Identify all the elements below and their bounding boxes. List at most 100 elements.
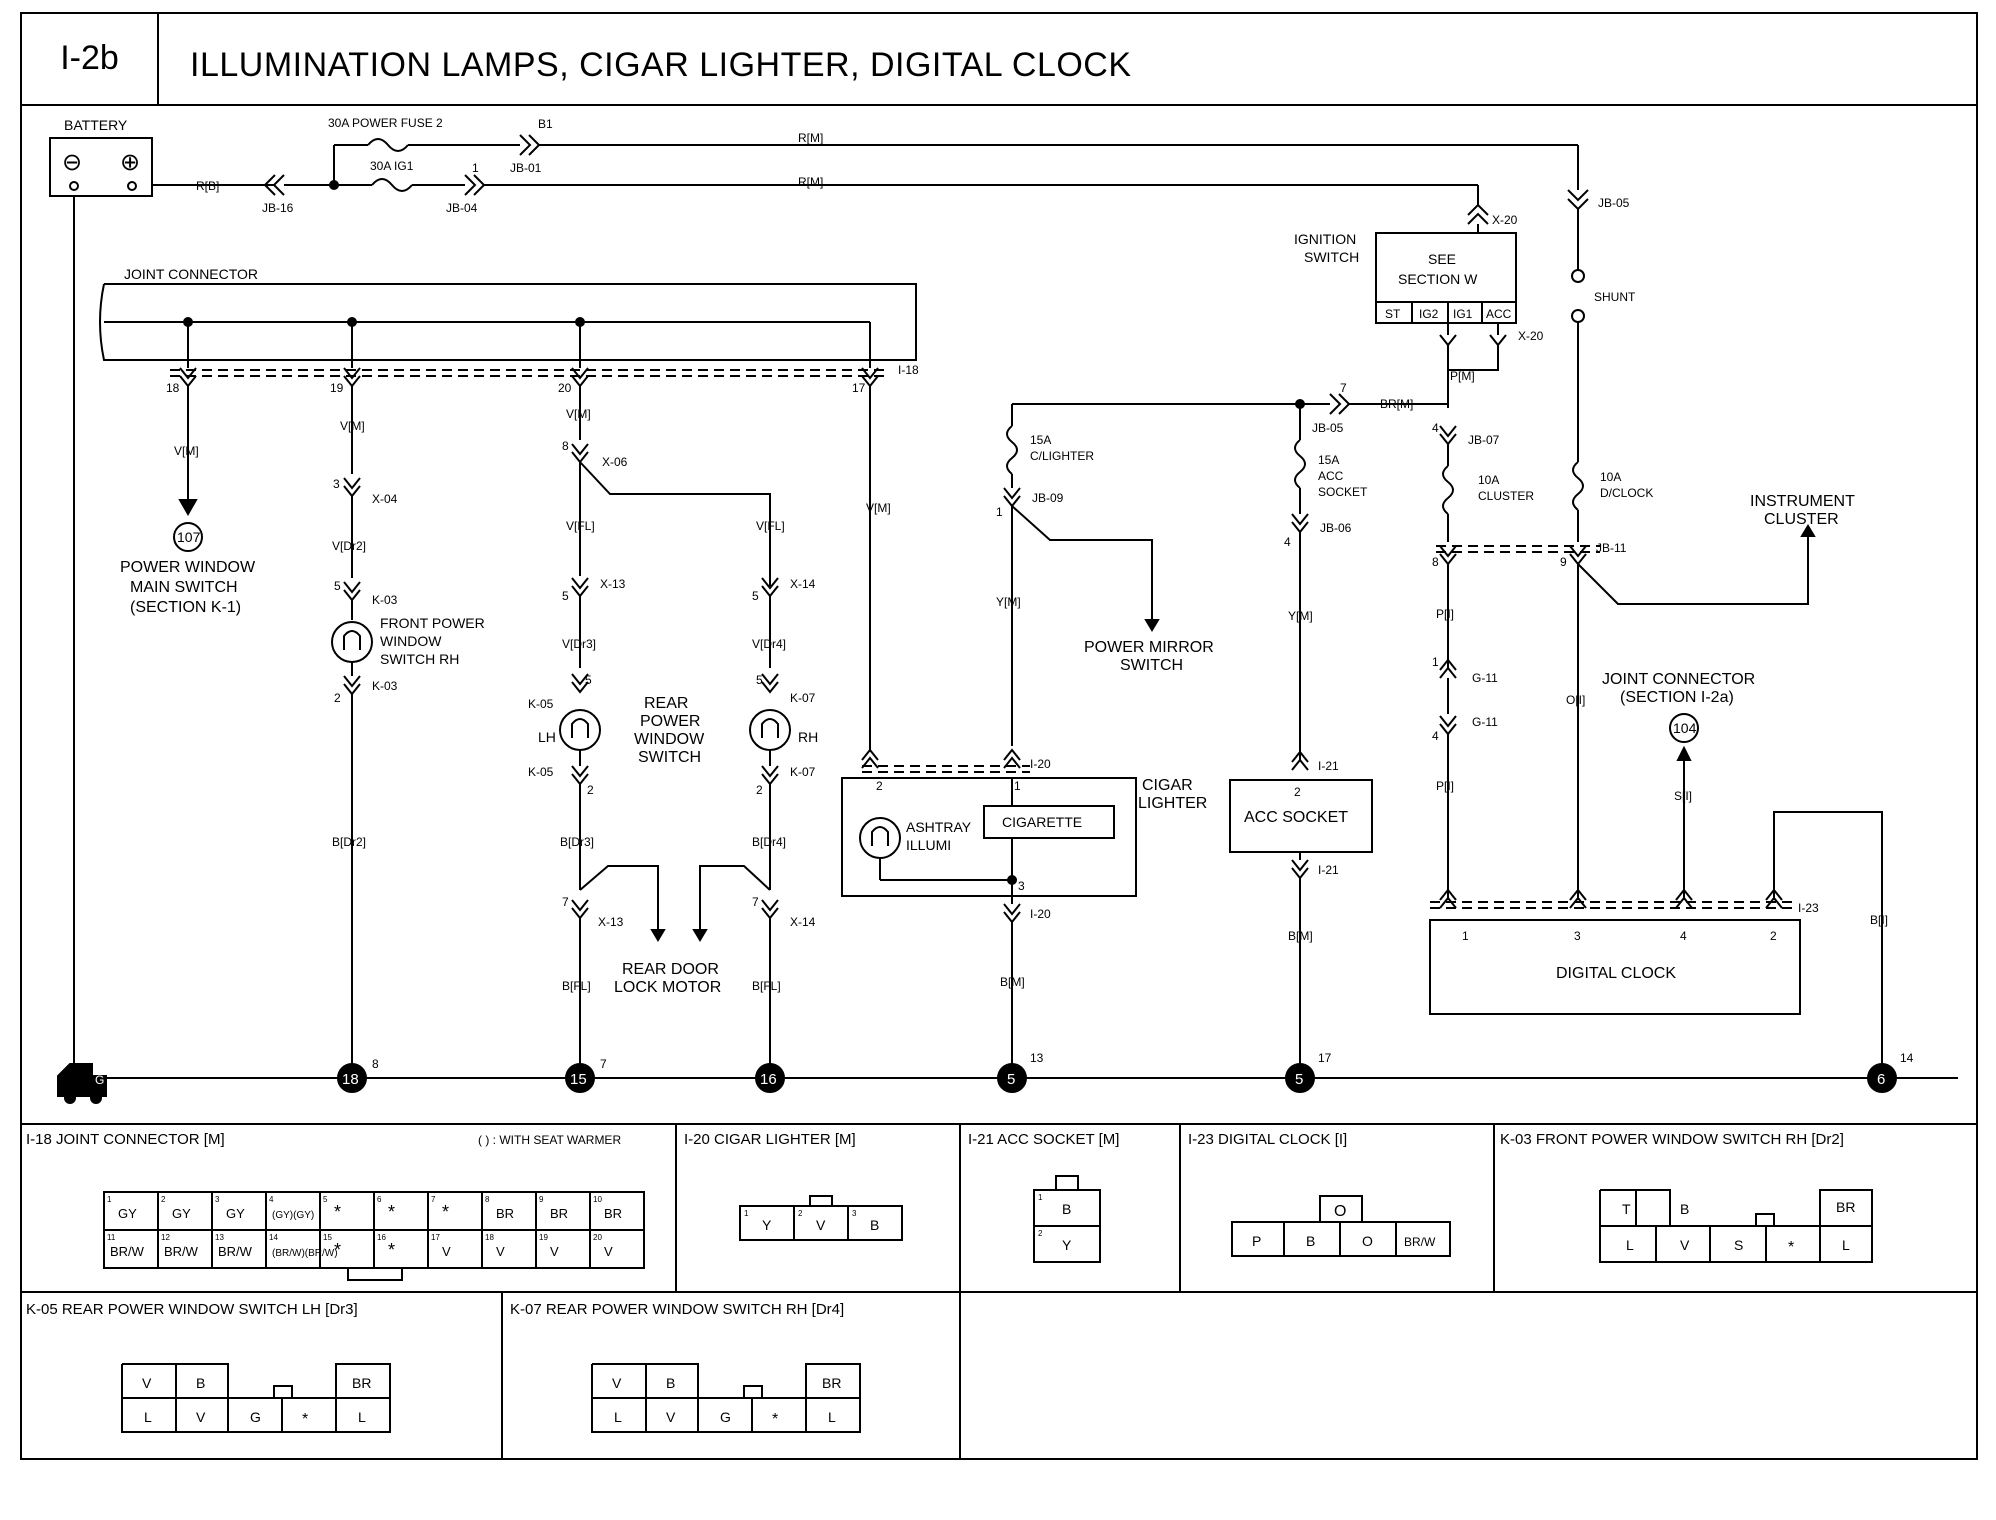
- i18-pin-number: 19: [539, 1233, 548, 1242]
- section-code: I-2b: [22, 12, 159, 104]
- svg-text:CLUSTER: CLUSTER: [1478, 489, 1534, 503]
- cigarette-element: CIGARETTE: [1002, 814, 1082, 830]
- fuse-acc-socket: 15A ACC SOCKET: [1294, 439, 1368, 499]
- svg-text:R[M]: R[M]: [798, 131, 823, 145]
- i18-pin-color: V: [442, 1244, 451, 1259]
- i18-pin-number: 4: [269, 1195, 274, 1204]
- jb04-connector: 1 JB-04: [446, 161, 486, 215]
- svg-text:B[FL]: B[FL]: [562, 979, 591, 993]
- diagram-title: ILLUMINATION LAMPS, CIGAR LIGHTER, DIGIT…: [190, 46, 1132, 84]
- fuse-cluster: 10A CLUSTER: [1442, 465, 1534, 515]
- svg-text:B[FL]: B[FL]: [752, 979, 781, 993]
- svg-text:JB-11: JB-11: [1596, 541, 1627, 555]
- svg-text:T: T: [1622, 1201, 1631, 1217]
- svg-text:I-20: I-20: [1030, 907, 1051, 921]
- svg-text:RH: RH: [798, 729, 818, 745]
- svg-text:R[M]: R[M]: [798, 175, 823, 189]
- svg-text:BR/W: BR/W: [1404, 1235, 1436, 1249]
- svg-text:IGNITION: IGNITION: [1294, 231, 1356, 247]
- connector-i21: I-21 ACC SOCKET [M] B Y 12: [968, 1131, 1119, 1263]
- svg-text:S: S: [1734, 1237, 1743, 1253]
- i18-pin-color: (BR/W)(BR/W): [272, 1248, 338, 1259]
- svg-text:1: 1: [744, 1209, 749, 1218]
- svg-text:JB-05: JB-05: [1598, 196, 1630, 210]
- svg-text:9: 9: [1560, 555, 1567, 569]
- svg-text:G: G: [720, 1409, 731, 1425]
- svg-text:JB-01: JB-01: [510, 161, 542, 175]
- battery: BATTERY ⊖ ⊕: [49, 117, 153, 197]
- svg-text:4: 4: [1432, 421, 1439, 435]
- svg-text:3: 3: [333, 477, 340, 491]
- connector-k07: K-07 REAR POWER WINDOW SWITCH RH [Dr4] V…: [510, 1301, 861, 1433]
- svg-text:I-23 DIGITAL CLOCK [I]: I-23 DIGITAL CLOCK [I]: [1188, 1131, 1347, 1148]
- svg-text:X-14: X-14: [790, 577, 816, 591]
- i18-pin-number: 3: [215, 1195, 220, 1204]
- svg-text:7: 7: [562, 895, 569, 909]
- svg-text:ILLUMI: ILLUMI: [906, 837, 951, 853]
- i18-pin-number: 7: [431, 1195, 436, 1204]
- svg-text:ACC SOCKET: ACC SOCKET: [1244, 809, 1348, 826]
- svg-text:I-20 CIGAR LIGHTER [M]: I-20 CIGAR LIGHTER [M]: [684, 1131, 856, 1148]
- svg-text:SWITCH: SWITCH: [638, 749, 701, 766]
- svg-text:X-13: X-13: [598, 915, 624, 929]
- rear-pw-rh-lamp: [749, 709, 791, 751]
- svg-text:P: P: [1252, 1233, 1261, 1249]
- svg-text:JB-05: JB-05: [1312, 421, 1344, 435]
- svg-text:1: 1: [996, 505, 1003, 519]
- svg-text:4: 4: [1284, 535, 1291, 549]
- svg-text:107: 107: [177, 529, 201, 545]
- i18-pin-color: *: [388, 1202, 395, 1222]
- svg-text:V[FL]: V[FL]: [756, 519, 785, 533]
- i18-pin-number: 10: [593, 1195, 602, 1204]
- ground-15: 15 7: [565, 1057, 607, 1093]
- svg-text:8: 8: [1432, 555, 1439, 569]
- svg-text:Y: Y: [1062, 1237, 1072, 1253]
- svg-text:V: V: [142, 1375, 152, 1391]
- svg-text:7: 7: [752, 895, 759, 909]
- i18-pin-number: 17: [431, 1233, 440, 1242]
- svg-text:16: 16: [760, 1071, 777, 1088]
- ig1-fuse: 30A IG1: [370, 159, 414, 192]
- svg-text:10A: 10A: [1478, 473, 1499, 487]
- ref-104: 104: [1669, 713, 1699, 743]
- svg-text:15: 15: [570, 1071, 587, 1088]
- i18-pin-number: 1: [107, 1195, 112, 1204]
- svg-text:DIGITAL CLOCK: DIGITAL CLOCK: [1556, 965, 1676, 982]
- svg-text:LH: LH: [538, 729, 556, 745]
- svg-text:⊖: ⊖: [62, 149, 82, 176]
- svg-text:JOINT CONNECTOR: JOINT CONNECTOR: [124, 266, 258, 282]
- svg-text:V[M]: V[M]: [566, 407, 591, 421]
- instrument-cluster-label: INSTRUMENT: [1750, 493, 1855, 510]
- svg-text:I-18: I-18: [898, 363, 919, 377]
- i18-pin-number: 13: [215, 1233, 224, 1242]
- connector-k05: K-05 REAR POWER WINDOW SWITCH LH [Dr3] V…: [26, 1301, 391, 1433]
- svg-text:V[Dr4]: V[Dr4]: [752, 637, 786, 651]
- rear-pw-label: REAR: [644, 695, 688, 712]
- svg-text:X-13: X-13: [600, 577, 626, 591]
- svg-text:K-07 REAR POWER WINDOW SWITCH: K-07 REAR POWER WINDOW SWITCH RH [Dr4]: [510, 1301, 844, 1318]
- i18-pin-color: BR: [604, 1206, 622, 1221]
- ground-5-13: 5 13: [997, 1051, 1044, 1093]
- svg-text:17: 17: [1318, 1051, 1332, 1065]
- svg-text:8: 8: [562, 439, 569, 453]
- svg-text:K-03: K-03: [372, 593, 398, 607]
- svg-text:SOCKET: SOCKET: [1318, 485, 1368, 499]
- svg-text:4: 4: [1680, 929, 1687, 943]
- svg-text:D/CLOCK: D/CLOCK: [1600, 486, 1653, 500]
- svg-text:G: G: [95, 1073, 104, 1087]
- svg-text:BR: BR: [352, 1375, 371, 1391]
- svg-text:7: 7: [1340, 381, 1347, 395]
- svg-text:17: 17: [852, 381, 866, 395]
- svg-text:2: 2: [1770, 929, 1777, 943]
- svg-text:X-20: X-20: [1492, 213, 1518, 227]
- svg-text:(SECTION K-1): (SECTION K-1): [130, 599, 241, 616]
- svg-text:G: G: [250, 1409, 261, 1425]
- ground-6: 6 14: [1867, 1051, 1914, 1093]
- svg-text:8: 8: [372, 1057, 379, 1071]
- svg-text:B: B: [196, 1375, 205, 1391]
- svg-text:B: B: [666, 1375, 675, 1391]
- svg-text:V[M]: V[M]: [866, 501, 891, 515]
- svg-text:1: 1: [1038, 1193, 1043, 1202]
- i18-pin-number: 5: [323, 1195, 328, 1204]
